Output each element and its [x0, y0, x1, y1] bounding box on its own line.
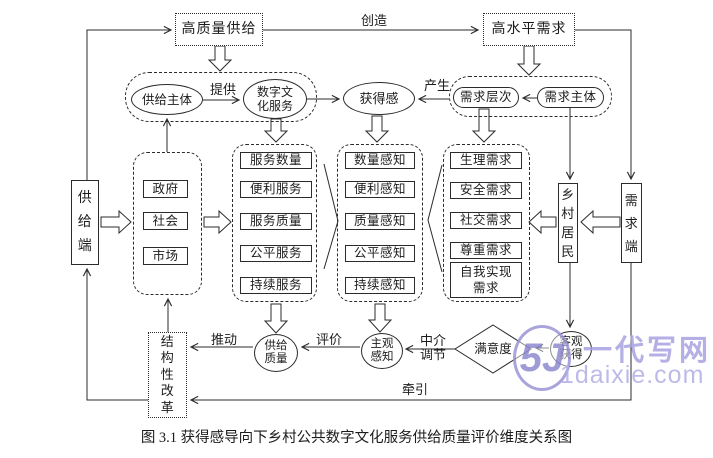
edge-pull	[189, 263, 632, 405]
node-esteem-need: 尊重需求	[450, 242, 522, 259]
label-produce: 产生	[423, 78, 450, 93]
edge-supply-side-to-high-quality-supply	[86, 25, 173, 180]
label-create: 创造	[360, 13, 387, 28]
label-push: 推动	[210, 332, 237, 347]
supply-group-container	[125, 72, 317, 122]
node-social-need: 社交需求	[450, 212, 522, 229]
figure-caption: 图 3.1 获得感导向下乡村公共数字文化服务供给质量评价维度关系图	[140, 430, 573, 446]
block-arrow-hld-down	[516, 45, 542, 76]
node-convenience-perception: 便利感知	[345, 181, 415, 198]
node-demand-subject: 需求主体	[537, 87, 604, 108]
node-supply-quality: 供给 质量	[254, 334, 298, 372]
gov-container	[133, 152, 202, 295]
block-arrow-gov-right	[203, 209, 232, 235]
block-arrow-level-down	[471, 108, 497, 143]
needs-container	[443, 144, 530, 302]
node-subjective-perception: 主观 感知	[361, 333, 403, 369]
chevron-services-to-perceptions	[323, 163, 339, 270]
node-sustainability-perception: 持续感知	[345, 277, 415, 294]
block-arrow-services-down-bottom	[263, 303, 289, 334]
block-arrow-service-down	[263, 118, 289, 143]
node-service-quantity: 服务数量	[240, 152, 312, 169]
node-service-quality: 服务质量	[240, 213, 312, 230]
chevron-needs-to-perceptions	[427, 164, 443, 273]
node-convenient-service: 便利服务	[240, 181, 312, 198]
node-safety-need: 安全需求	[450, 182, 522, 199]
node-quality-perception: 质量感知	[345, 213, 415, 230]
block-arrow-hqs-down	[207, 45, 233, 72]
demand-group-container	[449, 76, 612, 117]
node-physiological-need: 生理需求	[450, 152, 522, 169]
block-arrow-supply-side-right	[100, 209, 132, 235]
node-satisfaction: 满意度	[474, 342, 512, 356]
label-mediate: 中介 调节	[419, 333, 446, 362]
node-fair-service: 公平服务	[240, 245, 312, 262]
node-sustainable-service: 持续服务	[240, 277, 312, 294]
node-supply-subject: 供给主体	[131, 84, 203, 115]
label-provide: 提供	[209, 82, 236, 97]
node-government: 政府	[143, 180, 188, 198]
node-self-actualization-need: 自我实现 需求	[450, 262, 522, 298]
block-arrow-perceptions-down-bottom	[367, 303, 393, 333]
node-fairness-perception: 公平感知	[345, 245, 415, 262]
block-arrow-residents-left	[528, 209, 557, 235]
services-container	[232, 144, 317, 302]
node-demand-level: 需求层次	[453, 87, 519, 108]
node-structural-reform: 结 构 性 改 革	[148, 332, 187, 418]
node-objective-gain: 客观 获得	[550, 331, 592, 367]
node-market: 市场	[143, 247, 188, 265]
perceptions-container	[337, 144, 423, 302]
node-sense-of-gain: 获得感	[343, 82, 415, 115]
node-supply-side: 供 给 端	[71, 180, 99, 265]
node-digital-culture-service: 数字文 化服务	[243, 79, 307, 119]
edge-high-level-demand-to-demand-side	[575, 29, 636, 181]
node-quantity-perception: 数量感知	[345, 152, 415, 169]
edge-reform-to-supply-side	[82, 267, 148, 401]
block-arrow-gain-down	[364, 115, 390, 143]
node-rural-residents: 乡 村 居 民	[558, 183, 578, 263]
node-high-quality-supply: 高质量供给	[175, 13, 263, 46]
label-evaluate: 评价	[315, 332, 342, 347]
block-arrow-demand-side-left	[580, 209, 621, 235]
node-high-level-demand: 高水平需求	[483, 13, 575, 46]
node-society: 社会	[143, 212, 188, 230]
node-demand-side: 需 求 端	[621, 183, 642, 263]
satisfaction-diamond	[454, 324, 532, 374]
label-pull: 牵引	[401, 382, 428, 397]
